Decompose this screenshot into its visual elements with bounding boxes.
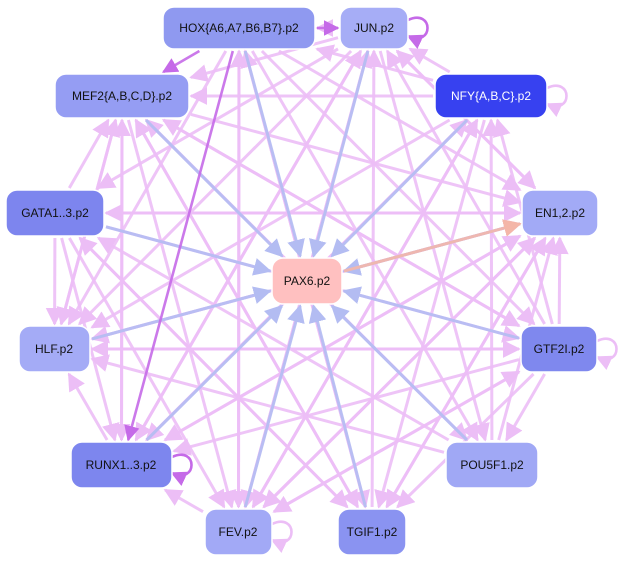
edge-gtf2i-pou5f1 [505,373,546,442]
node-label: RUNX1..3.p2 [86,458,157,472]
edge-fev-gtf2i [273,370,521,514]
edge-tgif1-jun [364,49,383,508]
edge-pou5f1-gata [96,236,450,442]
edge-tgif1-en [385,236,547,508]
edge-pou5f1-hlf [90,354,445,454]
node-gata[interactable]: GATA1..3.p2 [5,189,105,237]
self-loop-gtf2i [595,337,618,370]
node-en[interactable]: EN1,2.p2 [521,189,599,237]
node-hlf[interactable]: HLF.p2 [18,325,91,373]
node-label: GATA1..3.p2 [21,206,89,220]
edge-hox-pax6 [243,50,305,258]
edge-gata-mef2 [67,118,110,189]
node-label: PAX6.p2 [284,274,331,288]
edge-tgif1-pax6 [308,304,367,508]
node-label: TGIF1.p2 [347,525,398,539]
edge-mef2-pax6 [144,118,284,258]
node-label: JUN.p2 [354,21,394,35]
edge-runx-pax6 [145,304,284,442]
edge-fev-nfy [251,118,479,508]
edge-nfy-jun [408,47,451,74]
edges [45,19,569,514]
edge-runx-jun [134,49,362,441]
node-gtf2i[interactable]: GTF2I.p2 [520,325,598,373]
self-loop-runx [170,453,193,486]
node-label: GTF2I.p2 [534,342,585,356]
node-pax6[interactable]: PAX6.p2 [271,257,343,305]
node-fev[interactable]: FEV.p2 [204,508,273,556]
node-jun[interactable]: JUN.p2 [339,6,409,50]
edge-gtf2i-en [550,236,569,325]
edge-jun-pou5f1 [378,50,490,442]
node-label: POU5F1.p2 [460,458,524,472]
edge-gtf2i-pax6 [342,286,520,340]
edge-jun-gata [96,47,339,190]
self-loop-fev [270,520,293,553]
edge-gtf2i-runx [172,358,520,456]
edge-fev-hox [229,49,248,508]
edge-gtf2i-jun [386,49,546,325]
self-loops [170,16,618,553]
edge-nfy-pax6 [330,118,469,258]
node-hox[interactable]: HOX{A6,A7,B6,B7}.p2 [162,6,316,50]
self-loop-jun [406,16,429,49]
node-label: FEV.p2 [219,525,258,539]
node-label: EN1,2.p2 [535,206,585,220]
edge-fev-runx [163,488,204,514]
edge-fev-pax6 [243,304,305,508]
edge-runx-hlf [67,372,109,441]
node-label: HLF.p2 [35,342,73,356]
node-label: NFY{A,B,C}.p2 [451,89,531,103]
edge-tgif1-mef2 [134,118,360,508]
edge-jun-pax6 [309,50,370,258]
node-tgif1[interactable]: TGIF1.p2 [337,508,407,556]
edge-hlf-pax6 [91,286,272,341]
node-nfy[interactable]: NFY{A,B,C}.p2 [434,73,548,119]
node-runx[interactable]: RUNX1..3.p2 [70,441,173,489]
node-label: MEF2{A,B,C,D}.p2 [72,89,172,103]
nodes: HOX{A6,A7,B6,B7}.p2 JUN.p2 MEF2{A,B,C,D}… [5,6,599,556]
edge-gtf2i-mef2 [161,118,520,328]
edge-hox-pou5f1 [251,50,479,442]
edge-nfy-hlf [90,118,451,329]
edge-gata-pax6 [105,225,272,276]
edge-pax6-en [343,219,522,273]
node-mef2[interactable]: MEF2{A,B,C,D}.p2 [54,73,190,119]
edge-runx-en [164,234,522,442]
node-label: HOX{A6,A7,B6,B7}.p2 [179,21,299,35]
edge-hox-mef2 [161,49,201,74]
edge-pou5f1-pax6 [330,304,468,442]
edge-hox-runx [124,50,235,442]
node-pou5f1[interactable]: POU5F1.p2 [445,441,539,489]
self-loop-nfy [545,84,568,117]
edge-mef2-fev [126,119,237,509]
